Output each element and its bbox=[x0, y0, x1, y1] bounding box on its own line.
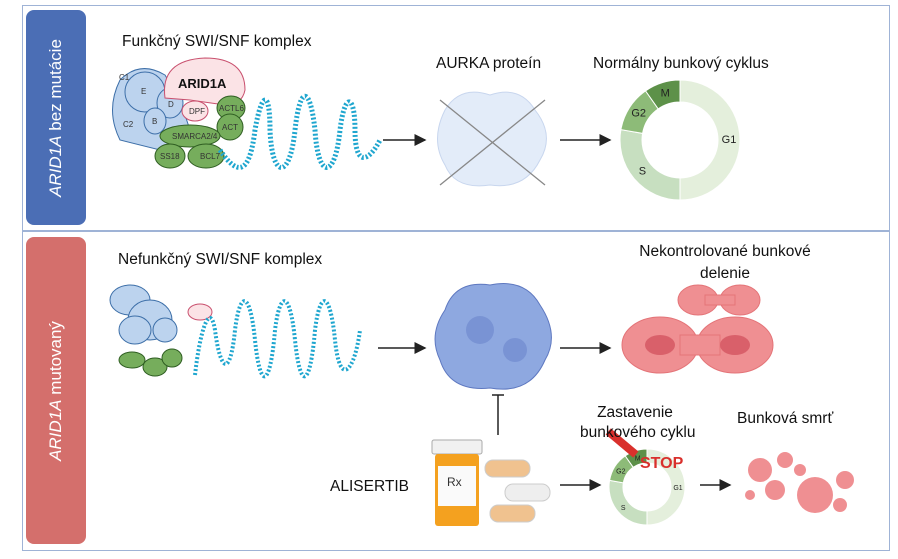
death-title: Bunková smrť bbox=[737, 410, 834, 427]
cycle-phase-label: M bbox=[661, 87, 670, 99]
bottom-side-label: ARID1A mutovaný bbox=[26, 237, 86, 544]
cycle-phase-segment bbox=[646, 448, 686, 526]
cycle-phase-segment bbox=[679, 79, 741, 201]
apoptotic-cell-fragments bbox=[745, 452, 854, 513]
stop-bar-icon bbox=[605, 428, 639, 458]
dividing-cells bbox=[621, 284, 774, 374]
subunit-label: D bbox=[168, 100, 174, 109]
rx-label: Rx bbox=[447, 475, 462, 489]
cycle-phase-label: S bbox=[639, 165, 646, 177]
cycle-phase-segment bbox=[619, 129, 681, 201]
cycle-phase-segment bbox=[644, 79, 681, 110]
subunit-label: SMARCA2/4 bbox=[172, 132, 218, 141]
swi-snf-complex-nonfunctional bbox=[109, 284, 213, 377]
cycle-phase-label: M bbox=[635, 455, 641, 462]
subunit-label: ACTL6 bbox=[219, 104, 244, 113]
subunit-label: SS18 bbox=[160, 152, 180, 161]
cycle-phase-label: G2 bbox=[616, 468, 625, 475]
top-side-label: ARID1A bez mutácie bbox=[26, 10, 86, 225]
subunit-label: BCL7 bbox=[200, 152, 221, 161]
cycle-phase-label: S bbox=[621, 505, 626, 512]
subunit-label: DPF bbox=[189, 107, 205, 116]
drug-label: ALISERTIB bbox=[330, 478, 409, 495]
complex-title: Funkčný SWI/SNF komplex bbox=[122, 33, 312, 50]
swi-snf-complex-functional bbox=[112, 57, 246, 169]
pill-bottle-icon bbox=[431, 439, 483, 526]
subunit-label: C2 bbox=[123, 120, 134, 129]
cycle-phase-label: G1 bbox=[722, 134, 737, 146]
aurka-protein-inactive bbox=[437, 91, 547, 187]
subunit-label: ACT bbox=[222, 123, 238, 132]
subunit-label: E bbox=[141, 87, 147, 96]
normal-cell-cycle: G1S G2 M bbox=[619, 79, 741, 201]
cycle-phase-label: G2 bbox=[631, 108, 646, 120]
aurka-protein-active bbox=[434, 283, 552, 390]
subunit-label: B bbox=[152, 117, 158, 126]
cycle-phase-label: G1 bbox=[673, 485, 682, 492]
stop-label: STOP bbox=[640, 455, 684, 472]
arid1a-label: ARID1A bbox=[178, 76, 227, 91]
protein-title: AURKA proteín bbox=[436, 55, 542, 72]
cycle-title: Normálny bunkový cyklus bbox=[593, 55, 769, 72]
subunit-label: C1 bbox=[119, 73, 130, 82]
complex-title-mutated: Nefunkčný SWI/SNF komplex bbox=[118, 251, 323, 268]
dna-relaxed bbox=[193, 299, 362, 379]
arrested-cell-cycle: G1S G2 M bbox=[608, 448, 686, 526]
capsules-icon bbox=[484, 459, 551, 523]
cycle-phase-segment bbox=[608, 479, 648, 526]
